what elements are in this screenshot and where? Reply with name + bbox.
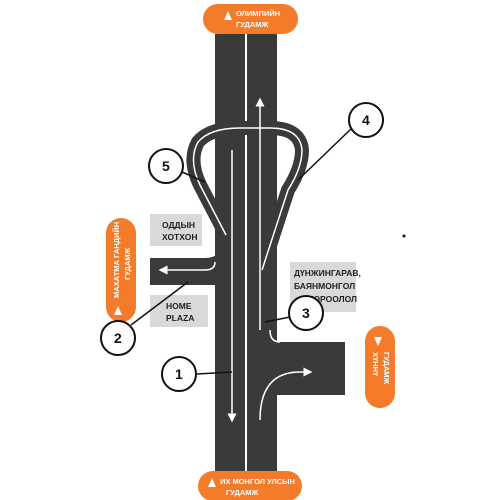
top-loop-ramp-line [192, 127, 303, 271]
arrow-west-turn [158, 261, 216, 275]
street-badge-top: ОЛИМПИЙН ГУДАМЖ [203, 4, 298, 34]
arrow-right-merge [269, 329, 281, 343]
south-arrow-icon [208, 478, 216, 487]
street-top-line2: ГУДАМЖ [236, 20, 269, 29]
street-top-line1: ОЛИМПИЙН [236, 9, 280, 18]
marker-1: 1 [161, 356, 233, 392]
place-home-line2: PLAZA [166, 313, 194, 323]
marker-4-label: 4 [362, 112, 370, 128]
stray-dot [402, 234, 406, 238]
marker-5: 5 [148, 148, 206, 184]
place-oddyn-khotkhon: ОДДЫН ХОТХОН [150, 214, 202, 246]
street-badge-right: ХҮННҮ ГУДАМЖ [365, 326, 395, 408]
street-right-line2: ГУДАМЖ [382, 352, 391, 385]
west-arrow-icon [114, 306, 122, 315]
east-road [258, 330, 345, 410]
street-badge-bottom: ИХ МОНГОЛ УЛСЫН ГУДАМЖ [198, 471, 302, 500]
north-arrow-icon [224, 11, 232, 20]
place-dun-line3: ХОРООЛОЛ [308, 294, 357, 304]
place-oddyn-line1: ОДДЫН [162, 220, 195, 230]
place-home-line1: HOME [166, 301, 192, 311]
marker-1-label: 1 [175, 366, 183, 382]
west-road [150, 230, 240, 285]
street-bottom-line1: ИХ МОНГОЛ УЛСЫН [220, 477, 295, 486]
marker-4: 4 [297, 102, 384, 181]
street-left-line2: ГУДАМЖ [123, 247, 132, 280]
street-bottom-line2: ГУДАМЖ [226, 488, 259, 497]
street-badge-left: МАХАТМА ГАНДИЙН ГУДАМЖ [106, 218, 136, 322]
marker-2-label: 2 [114, 330, 122, 346]
street-right-line1: ХҮННҮ [371, 352, 380, 377]
marker-5-label: 5 [162, 158, 170, 174]
marker-2: 2 [100, 281, 189, 356]
marker-3: 3 [264, 295, 324, 331]
marker-3-label: 3 [302, 305, 310, 321]
arrow-east-turn [259, 367, 313, 421]
east-arrow-icon [374, 337, 382, 346]
place-oddyn-line2: ХОТХОН [162, 232, 197, 242]
place-home-plaza: HOME PLAZA [150, 295, 208, 327]
place-dun-line1: ДҮНЖИНГАРАВ, [294, 268, 361, 278]
street-left-line1: МАХАТМА ГАНДИЙН [112, 222, 121, 298]
place-dun-line2: БАЯНМОНГОЛ [294, 281, 355, 291]
